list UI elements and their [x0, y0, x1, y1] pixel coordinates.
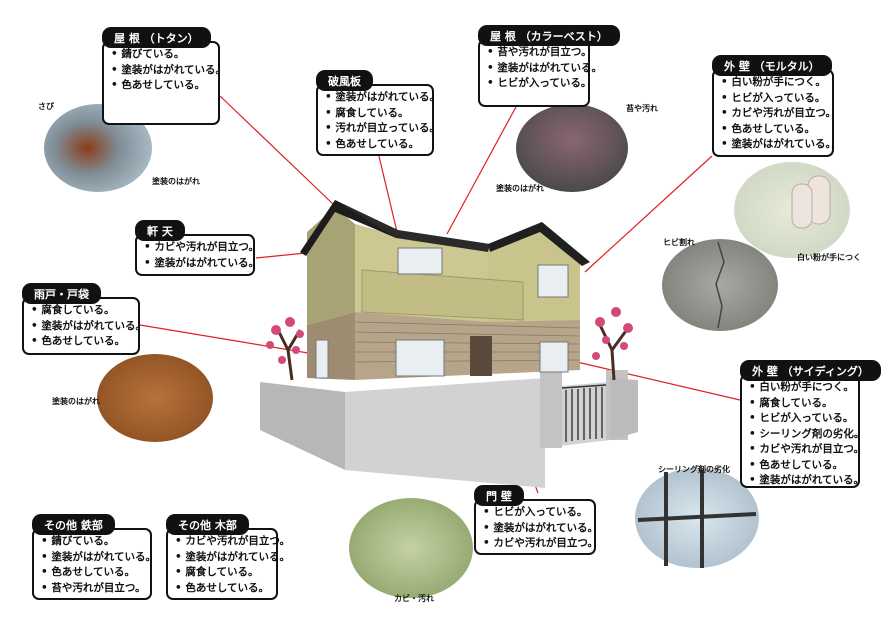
section-title: 雨戸・戸袋 [22, 283, 101, 304]
list-item: 腐食している。 [175, 565, 268, 581]
caption-crack: ヒビ割れ [663, 238, 695, 247]
section-title: 軒 天 [135, 220, 185, 241]
list-item: 塗装がはがれている。 [483, 521, 598, 537]
list-item: 塗装がはがれている。 [487, 61, 602, 77]
list-item: 色あせしている。 [175, 581, 269, 597]
section-card: 錆びている。 塗装がはがれている。 色あせしている。 苔や汚れが目立つ。 [32, 528, 156, 600]
section-card: ヒビが入っている。 塗装がはがれている。 カビや汚れが目立つ。 [474, 499, 598, 555]
list-item: カビや汚れが目立つ。 [483, 536, 598, 552]
list-item: ヒビが入っている。 [721, 91, 825, 107]
caption-peeling-roof: 塗装のはがれ [496, 184, 544, 193]
list-item: 苔や汚れが目立つ。 [487, 45, 591, 61]
list-item: 塗装がはがれている。 [31, 319, 146, 335]
list-item: 色あせしている。 [325, 137, 424, 153]
list-item: 色あせしている。 [41, 565, 142, 581]
list-item: 塗装がはがれている。 [111, 63, 226, 79]
section-card: 白い粉が手につく。 腐食している。 ヒビが入っている。 シーリング剤の劣化。 カ… [740, 374, 864, 489]
caption-sealant: シーリング剤の劣化 [658, 465, 730, 474]
list-item: 塗装がはがれている。 [41, 550, 156, 566]
caption-moss-dirt: 苔や汚れ [626, 104, 658, 113]
list-item: カビや汚れが目立つ。 [721, 106, 836, 122]
caption-peeling-shutter: 塗装のはがれ [52, 397, 100, 406]
list-item: 錆びている。 [111, 47, 210, 63]
list-item: 白い粉が手につく。 [721, 75, 826, 91]
list-item: 汚れが目立っている。 [325, 121, 439, 137]
section-title: その他 鉄部 [32, 514, 115, 535]
section-card: 苔や汚れが目立つ。 塗装がはがれている。 ヒビが入っている。 [478, 39, 602, 107]
section-card: 塗装がはがれている。 腐食している。 汚れが目立っている。 色あせしている。 [316, 84, 440, 156]
section-title: 破風板 [316, 70, 373, 91]
list-item: 白い粉が手につく。 [749, 380, 854, 396]
list-item: 色あせしている。 [111, 78, 210, 94]
photo-shutter-peel [97, 354, 213, 442]
photo-mold [349, 498, 473, 598]
list-item: 塗装がはがれている。 [175, 550, 290, 566]
photo-crack [662, 239, 778, 331]
section-title: 外 壁 （サイディング） [740, 360, 881, 381]
section-card: 錆びている。 塗装がはがれている。 色あせしている。 [102, 41, 226, 125]
caption-chalking: 白い粉が手につく [797, 253, 861, 262]
section-title: 外 壁 （モルタル） [712, 55, 832, 76]
list-item: カビや汚れが目立つ。 [749, 442, 864, 458]
leader-lines [139, 93, 741, 494]
list-item: 色あせしている。 [749, 458, 850, 474]
caption-peeling-tin: 塗装のはがれ [152, 177, 200, 186]
list-item: 苔や汚れが目立つ。 [41, 581, 145, 597]
list-item: カビや汚れが目立つ。 [144, 240, 259, 256]
section-card: カビや汚れが目立つ。 塗装がはがれている。 腐食している。 色あせしている。 [166, 528, 290, 600]
list-item: 色あせしている。 [721, 122, 824, 138]
section-title: 屋 根 （カラーベスト） [478, 25, 620, 46]
list-item: 錆びている。 [41, 534, 142, 550]
caption-mold: カビ・汚れ [394, 594, 434, 603]
photo-roof-moss [516, 104, 628, 192]
section-card: カビや汚れが目立つ。 塗装がはがれている。 [135, 234, 259, 276]
list-item: ヒビが入っている。 [749, 411, 853, 427]
photo-rust [44, 104, 152, 192]
list-item: 塗装がはがれている。 [749, 473, 864, 489]
list-item: 腐食している。 [325, 106, 424, 122]
list-item: 塗装がはがれている。 [325, 90, 440, 106]
list-item: ヒビが入っている。 [487, 76, 591, 92]
list-item: 塗装がはがれている。 [144, 256, 259, 272]
caption-rust: さび [38, 102, 54, 111]
section-card: 腐食している。 塗装がはがれている。 色あせしている。 [22, 297, 146, 355]
list-item: 塗装がはがれている。 [721, 137, 836, 153]
list-item: 腐食している。 [749, 396, 850, 412]
list-item: 色あせしている。 [31, 334, 130, 350]
list-item: ヒビが入っている。 [483, 505, 587, 521]
section-title: 門 壁 [474, 485, 524, 506]
section-title: その他 木部 [166, 514, 249, 535]
section-title: 屋 根 （トタン） [102, 27, 211, 48]
list-item: 腐食している。 [31, 303, 130, 319]
list-item: シーリング剤の劣化。 [749, 427, 864, 443]
section-card: 白い粉が手につく。 ヒビが入っている。 カビや汚れが目立つ。 色あせしている。 … [712, 69, 836, 157]
list-item: カビや汚れが目立つ。 [175, 534, 290, 550]
